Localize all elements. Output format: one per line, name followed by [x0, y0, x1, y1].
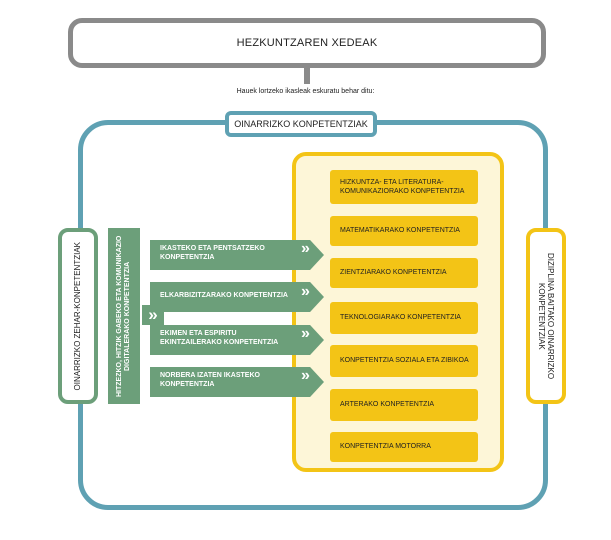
chevron-right-icon: »	[301, 283, 310, 300]
disciplinary-item-label: MATEMATIKARAKO KONPETENTZIA	[340, 227, 460, 235]
disciplinary-item: KONPETENTZIA SOZIALA ETA ZIBIKOA	[330, 345, 478, 377]
transversal-arrow-label: IKASTEKO ETA PENTSATZEKO KONPETENTZIA	[160, 245, 265, 262]
goals-title: HEZKUNTZAREN XEDEAK	[236, 37, 378, 49]
chevron-right-icon: »	[301, 367, 310, 384]
disciplinary-side-box: DIZIPLINA BAITAKO OINARRIZKO KONPETENTZI…	[526, 228, 566, 404]
competences-label-box: OINARRIZKO KONPETENTZIAK	[225, 111, 377, 137]
disciplinary-item: TEKNOLOGIARAKO KONPETENTZIA	[330, 302, 478, 334]
disciplinary-item-label: TEKNOLOGIARAKO KONPETENTZIA	[340, 314, 461, 322]
disciplinary-item: ZIENTZIARAKO KONPETENTZIA	[330, 258, 478, 288]
transversal-arrow: EKIMEN ETA ESPIRITU EKINTZAILERAKO KONPE…	[150, 325, 324, 355]
disciplinary-item: HIZKUNTZA- ETA LITERATURA-KOMUNIKAZIORAK…	[330, 170, 478, 204]
transversal-arrow-label: EKIMEN ETA ESPIRITU EKINTZAILERAKO KONPE…	[160, 330, 279, 347]
disciplinary-item: KONPETENTZIA MOTORRA	[330, 432, 478, 462]
disciplinary-side-label: DIZIPLINA BAITAKO OINARRIZKO KONPETENTZI…	[537, 252, 556, 380]
transversal-arrow-label: NORBERA IZATEN IKASTEKO KONPETENTZIA	[160, 372, 260, 389]
disciplinary-item-label: ZIENTZIARAKO KONPETENTZIA	[340, 269, 447, 277]
chevron-right-icon: »	[301, 240, 310, 257]
disciplinary-item-label: ARTERAKO KONPETENTZIA	[340, 401, 434, 409]
connector-line	[304, 68, 310, 84]
disciplinary-item-label: KONPETENTZIA SOZIALA ETA ZIBIKOA	[340, 357, 469, 365]
transversal-arrow: NORBERA IZATEN IKASTEKO KONPETENTZIA	[150, 367, 324, 397]
communication-chevron-icon: »	[142, 305, 164, 325]
disciplinary-item: MATEMATIKARAKO KONPETENTZIA	[330, 216, 478, 246]
subtitle-text: Hauek lortzeko ikasleak eskuratu behar d…	[236, 88, 375, 95]
transversal-side-label: OINARRIZKO ZEHAR-KONPETENTZIAK	[73, 241, 83, 391]
transversal-arrow: ELKARBIZITZARAKO KONPETENTZIA	[150, 282, 324, 312]
communication-competence-label: HITZEZKO, HITZIK GABEKO ETA KOMUNIKAZIO …	[115, 235, 131, 397]
disciplinary-item: ARTERAKO KONPETENTZIA	[330, 389, 478, 421]
goals-box: HEZKUNTZAREN XEDEAK	[68, 18, 546, 68]
communication-competence-bar: HITZEZKO, HITZIK GABEKO ETA KOMUNIKAZIO …	[108, 228, 140, 404]
transversal-arrow: IKASTEKO ETA PENTSATZEKO KONPETENTZIA	[150, 240, 324, 270]
transversal-side-box: OINARRIZKO ZEHAR-KONPETENTZIAK	[58, 228, 98, 404]
disciplinary-item-label: HIZKUNTZA- ETA LITERATURA-KOMUNIKAZIORAK…	[340, 178, 465, 195]
chevron-right-icon: »	[301, 325, 310, 342]
transversal-arrow-label: ELKARBIZITZARAKO KONPETENTZIA	[160, 292, 288, 299]
competences-label: OINARRIZKO KONPETENTZIAK	[234, 119, 368, 129]
disciplinary-item-label: KONPETENTZIA MOTORRA	[340, 443, 431, 451]
